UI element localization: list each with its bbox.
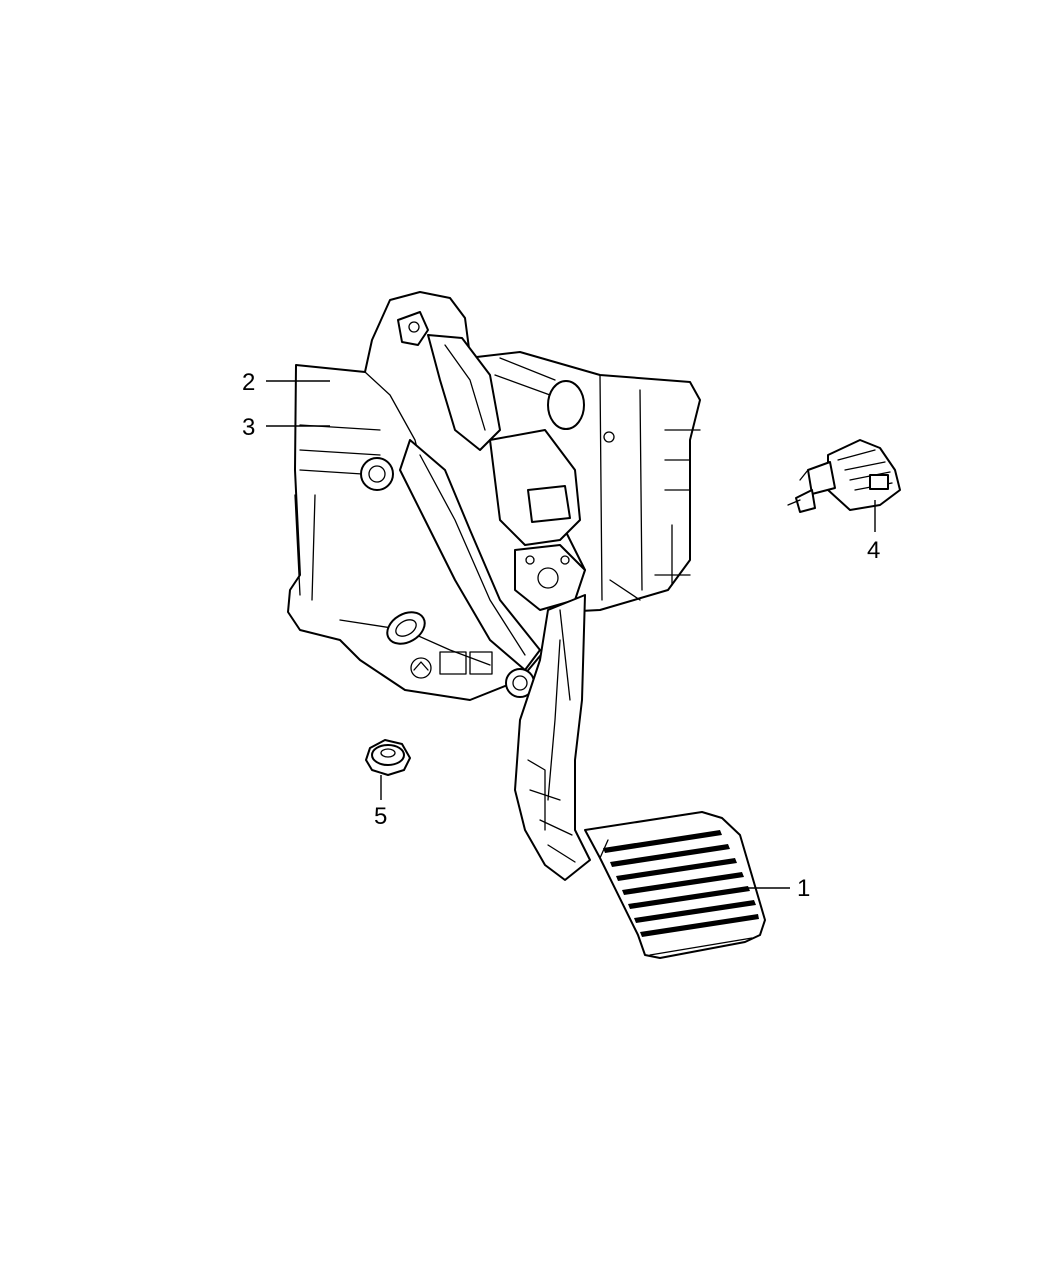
callout-3: 3 [242, 414, 255, 441]
callout-4: 4 [867, 537, 880, 564]
callout-2: 2 [242, 369, 255, 396]
accelerator-pedal [514, 594, 766, 959]
callout-5: 5 [374, 803, 387, 830]
hex-nut [365, 739, 411, 776]
pedal-pad-ribs [603, 830, 759, 937]
pedal-position-sensor [787, 439, 901, 513]
callout-1: 1 [797, 875, 810, 902]
pedal-bracket-assembly [287, 291, 701, 701]
leader-lines [266, 380, 876, 889]
